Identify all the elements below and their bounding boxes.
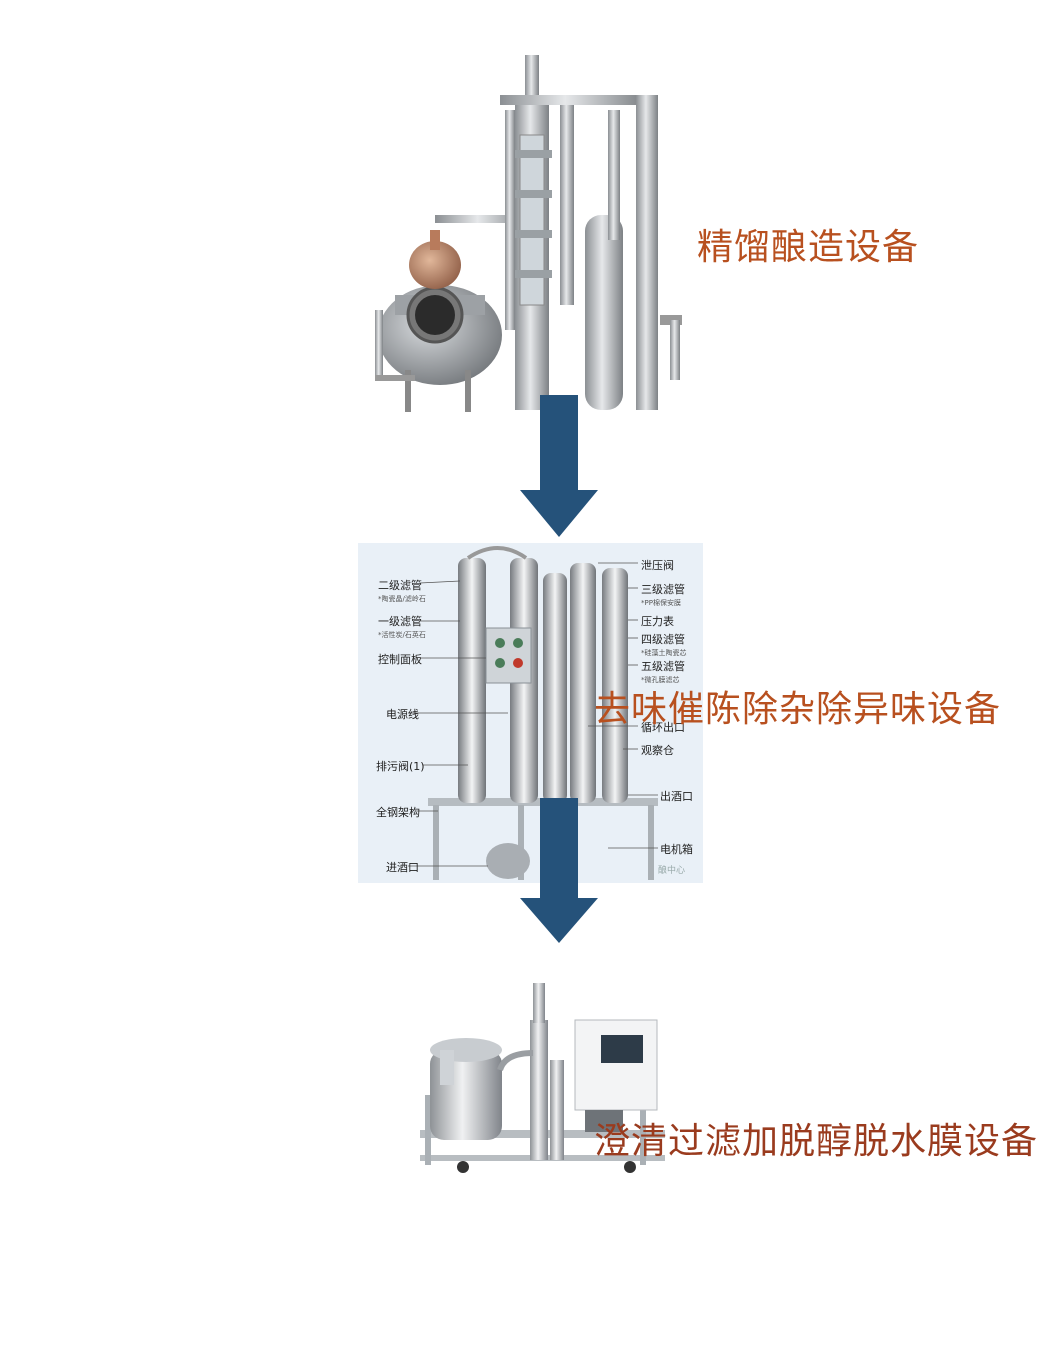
callout-secondary-filter: 二级滤管*陶瓷晶/滤岭石 <box>378 579 426 603</box>
callout-sight-chamber: 观察仓 <box>641 744 674 757</box>
watermark: 酿中心 <box>658 866 686 876</box>
callout-primary-filter: 一级滤管*活性炭/石英石 <box>378 615 426 639</box>
stage-2-label: 去味催陈除杂除异味设备 <box>594 689 1002 730</box>
callout-fourth-filter: 四级滤管*硅藻土陶瓷芯 <box>641 633 687 657</box>
callout-liquor-outlet: 出酒口 <box>660 790 693 803</box>
stage-3-label: 澄清过滤加脱醇脱水膜设备 <box>594 1121 1039 1162</box>
callout-motor-box: 电机箱 <box>660 843 693 856</box>
callout-pressure-gauge: 压力表 <box>641 615 674 628</box>
stage-1-label: 精馏酿造设备 <box>697 227 920 268</box>
callout-power-cord: 电源线 <box>386 708 419 721</box>
callout-drain-valve: 排污阀(1) <box>376 760 425 773</box>
callout-liquor-inlet: 进酒口 <box>386 861 419 874</box>
callout-steel-frame: 全钢架构 <box>376 806 420 819</box>
callout-relief-valve: 泄压阀 <box>641 559 674 572</box>
callout-fifth-filter: 五级滤管*微孔膜滤芯 <box>641 660 685 684</box>
distillation-equipment-image <box>375 55 682 412</box>
filter-equipment-image <box>408 546 658 880</box>
flow-arrow-2 <box>520 798 598 943</box>
membrane-equipment-image <box>420 983 665 1173</box>
callout-control-panel: 控制面板 <box>378 653 422 666</box>
filter-equipment-panel: 二级滤管*陶瓷晶/滤岭石 一级滤管*活性炭/石英石 控制面板 电源线 排污阀(1… <box>358 543 703 883</box>
callout-tertiary-filter: 三级滤管*PP棉保安膜 <box>641 583 685 607</box>
flow-arrow-1 <box>520 395 598 537</box>
callout-circulation-outlet: 循环出口 <box>641 721 685 734</box>
